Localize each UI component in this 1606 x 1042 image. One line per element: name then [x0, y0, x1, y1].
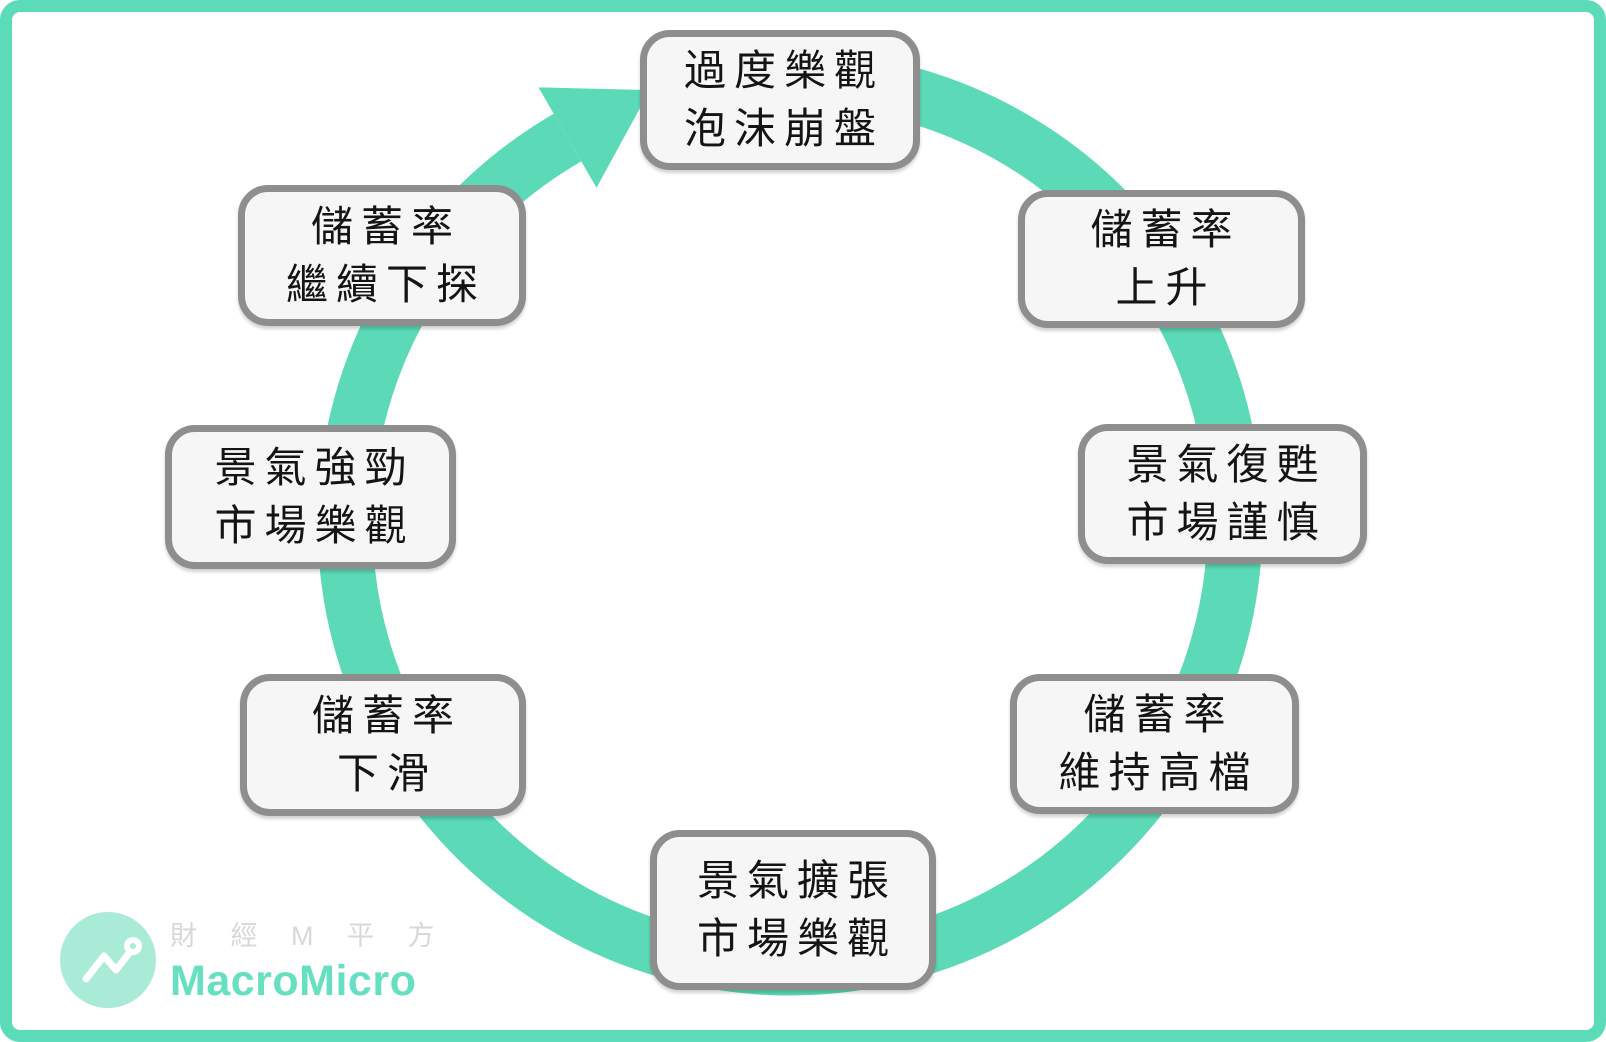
- macromicro-logo: 財 經 M 平 方 MacroMicro: [60, 912, 448, 1008]
- cycle-node-bottom: 景氣擴張 市場樂觀: [650, 830, 936, 990]
- cycle-arrowhead-icon: [538, 87, 650, 188]
- cycle-node-line: 市場樂觀: [214, 502, 415, 549]
- logo-text: 財 經 M 平 方 MacroMicro: [170, 914, 448, 1006]
- cycle-node-right: 景氣復甦 市場謹慎: [1078, 424, 1367, 564]
- cycle-node-top: 過度樂觀 泡沫崩盤: [640, 30, 920, 170]
- logo-brand-zh: 財 經 M 平 方: [170, 921, 448, 951]
- cycle-node-left: 景氣強勁 市場樂觀: [165, 425, 456, 569]
- cycle-node-top-left: 儲蓄率 繼續下探: [238, 185, 526, 326]
- cycle-node-line: 維持高檔: [1058, 749, 1259, 796]
- m-line-chart-glyph: [82, 937, 142, 983]
- cycle-node-line: 過度樂觀: [683, 47, 884, 95]
- cycle-node-line: 下滑: [336, 750, 437, 797]
- cycle-node-bottom-right: 儲蓄率 維持高檔: [1010, 674, 1299, 814]
- cycle-node-line: 景氣復甦: [1126, 441, 1327, 489]
- macromicro-chart-icon: [60, 912, 156, 1008]
- cycle-node-line: 景氣擴張: [696, 857, 897, 905]
- logo-brand-en: MacroMicro: [170, 957, 417, 1005]
- cycle-node-line: 景氣強勁: [214, 444, 415, 492]
- cycle-node-line: 儲蓄率: [1090, 206, 1241, 254]
- cycle-node-line: 上升: [1115, 264, 1216, 311]
- cycle-node-line: 市場謹慎: [1126, 499, 1327, 546]
- cycle-node-line: 儲蓄率: [311, 692, 462, 740]
- cycle-node-line: 市場樂觀: [696, 915, 897, 962]
- cycle-node-line: 繼續下探: [285, 260, 486, 308]
- cycle-node-line: 泡沫崩盤: [683, 105, 884, 152]
- cycle-node-top-right: 儲蓄率 上升: [1018, 190, 1305, 328]
- cycle-node-line: 儲蓄率: [310, 202, 461, 250]
- cycle-node-line: 儲蓄率: [1083, 691, 1234, 739]
- cycle-node-bottom-left: 儲蓄率 下滑: [240, 674, 526, 816]
